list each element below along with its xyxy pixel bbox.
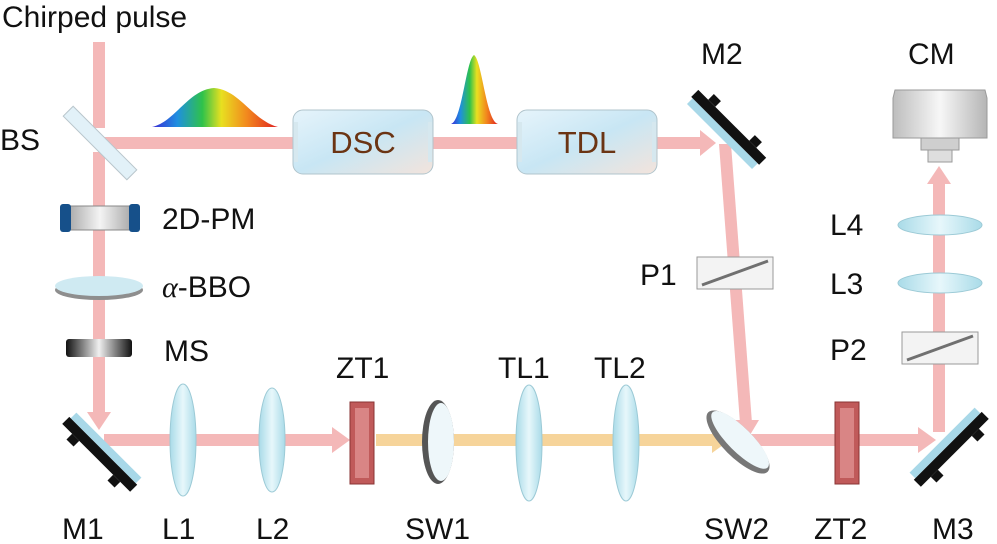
lens-tl1: [515, 384, 543, 502]
alpha-bbo-crystal: [55, 276, 143, 300]
camera-icon: [892, 89, 988, 163]
label-alpha-bbo: α-BBO: [162, 271, 251, 304]
zt2-crystal: [834, 401, 860, 485]
alpha-symbol: α: [162, 271, 179, 304]
label-l4: L4: [830, 209, 863, 242]
label-p1: P1: [640, 259, 677, 292]
mirror-m2: [686, 89, 767, 170]
label-m2: M2: [701, 38, 743, 71]
label-2d-pm: 2D-PM: [162, 203, 255, 236]
polarizer-p2: [901, 331, 979, 365]
lens-tl2: [612, 384, 640, 502]
label-l1: L1: [162, 513, 195, 544]
broad-spectrum-icon: [152, 88, 278, 127]
label-ms: MS: [164, 335, 209, 368]
label-tl1: TL1: [498, 352, 550, 385]
beam-bottom-right-arrow: [918, 427, 936, 453]
label-m1: M1: [62, 513, 104, 544]
label-zt1: ZT1: [336, 352, 389, 385]
lens-l4: [897, 214, 983, 236]
sw2-plate: [706, 410, 770, 474]
beam-left-arrow: [87, 412, 111, 430]
zt1-crystal: [349, 401, 375, 485]
label-l2: L2: [256, 513, 289, 544]
mechanical-shutter: [66, 339, 132, 357]
label-sw2: SW2: [704, 513, 769, 544]
mirror-m1: [62, 412, 142, 492]
beam-right-vertical: [933, 180, 945, 432]
beam-splitter: [62, 105, 138, 181]
label-m3: M3: [932, 513, 974, 544]
beam-input: [93, 42, 105, 128]
sw1-plate: [422, 400, 454, 484]
dsc-box: [292, 109, 434, 175]
label-tl2: TL2: [594, 352, 646, 385]
beam-bottom-left-arrow: [332, 427, 350, 453]
label-cm: CM: [908, 38, 955, 71]
label-tdl: TDL: [558, 125, 617, 160]
label-l3: L3: [830, 268, 863, 301]
lens-l2: [258, 387, 286, 493]
bbo-text: -BBO: [178, 271, 251, 304]
label-sw1: SW1: [405, 513, 470, 544]
polarization-modulator-2d: [60, 204, 140, 232]
label-p2: P2: [830, 334, 867, 367]
label-bs: BS: [0, 124, 40, 157]
label-zt2: ZT2: [814, 513, 867, 544]
lens-l1: [169, 383, 197, 497]
beam-bottom-left: [104, 434, 336, 446]
beam-top-arrow: [700, 130, 716, 156]
label-dsc: DSC: [330, 125, 395, 160]
lens-l3: [897, 272, 983, 294]
diagram-title: Chirped pulse: [2, 1, 187, 34]
tdl-box: [516, 109, 658, 175]
mirror-m3: [909, 407, 989, 487]
beam-right-arrow: [927, 166, 951, 184]
narrow-spectrum-icon: [451, 55, 498, 124]
polarizer-p1: [696, 256, 774, 290]
